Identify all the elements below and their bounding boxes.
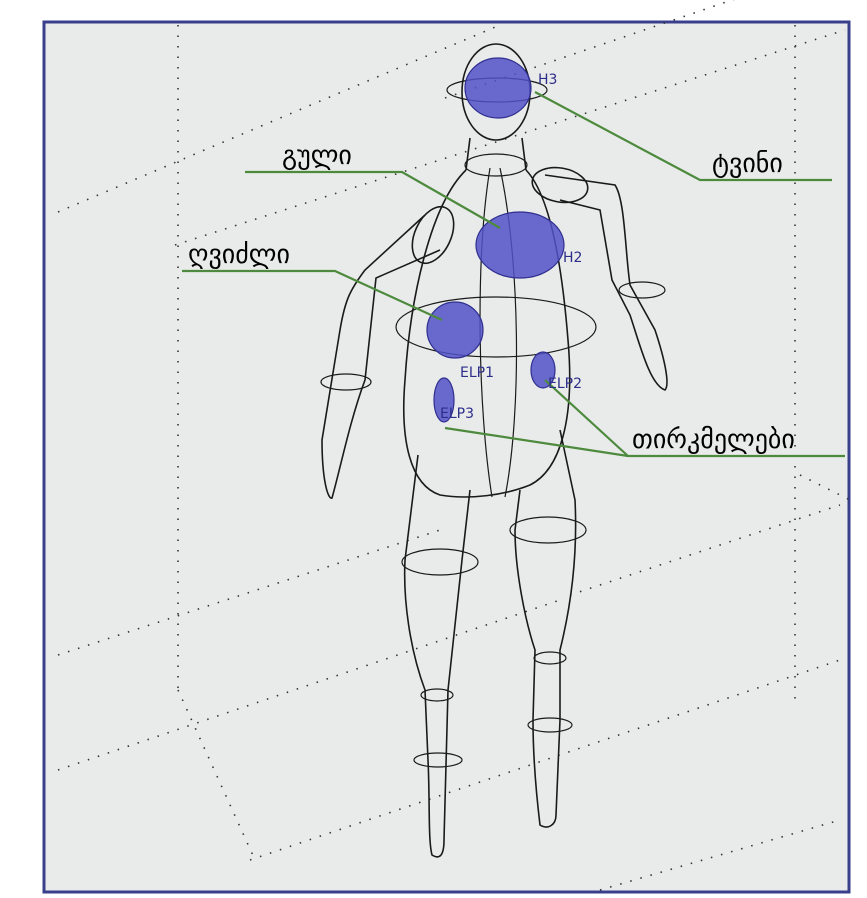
code-elp2: ELP2 [548, 376, 582, 392]
label-kidneys: თირკმელები [632, 425, 795, 455]
label-brain: ტვინი [712, 149, 783, 179]
label-heart: გული [282, 141, 352, 171]
liver-organ [427, 302, 483, 358]
code-elp3: ELP3 [440, 406, 474, 422]
code-h3: H3 [538, 72, 557, 88]
brain-organ [465, 58, 531, 118]
code-elp1: ELP1 [460, 365, 494, 381]
code-h2: H2 [563, 250, 582, 266]
label-liver: ღვიძლი [188, 240, 290, 270]
